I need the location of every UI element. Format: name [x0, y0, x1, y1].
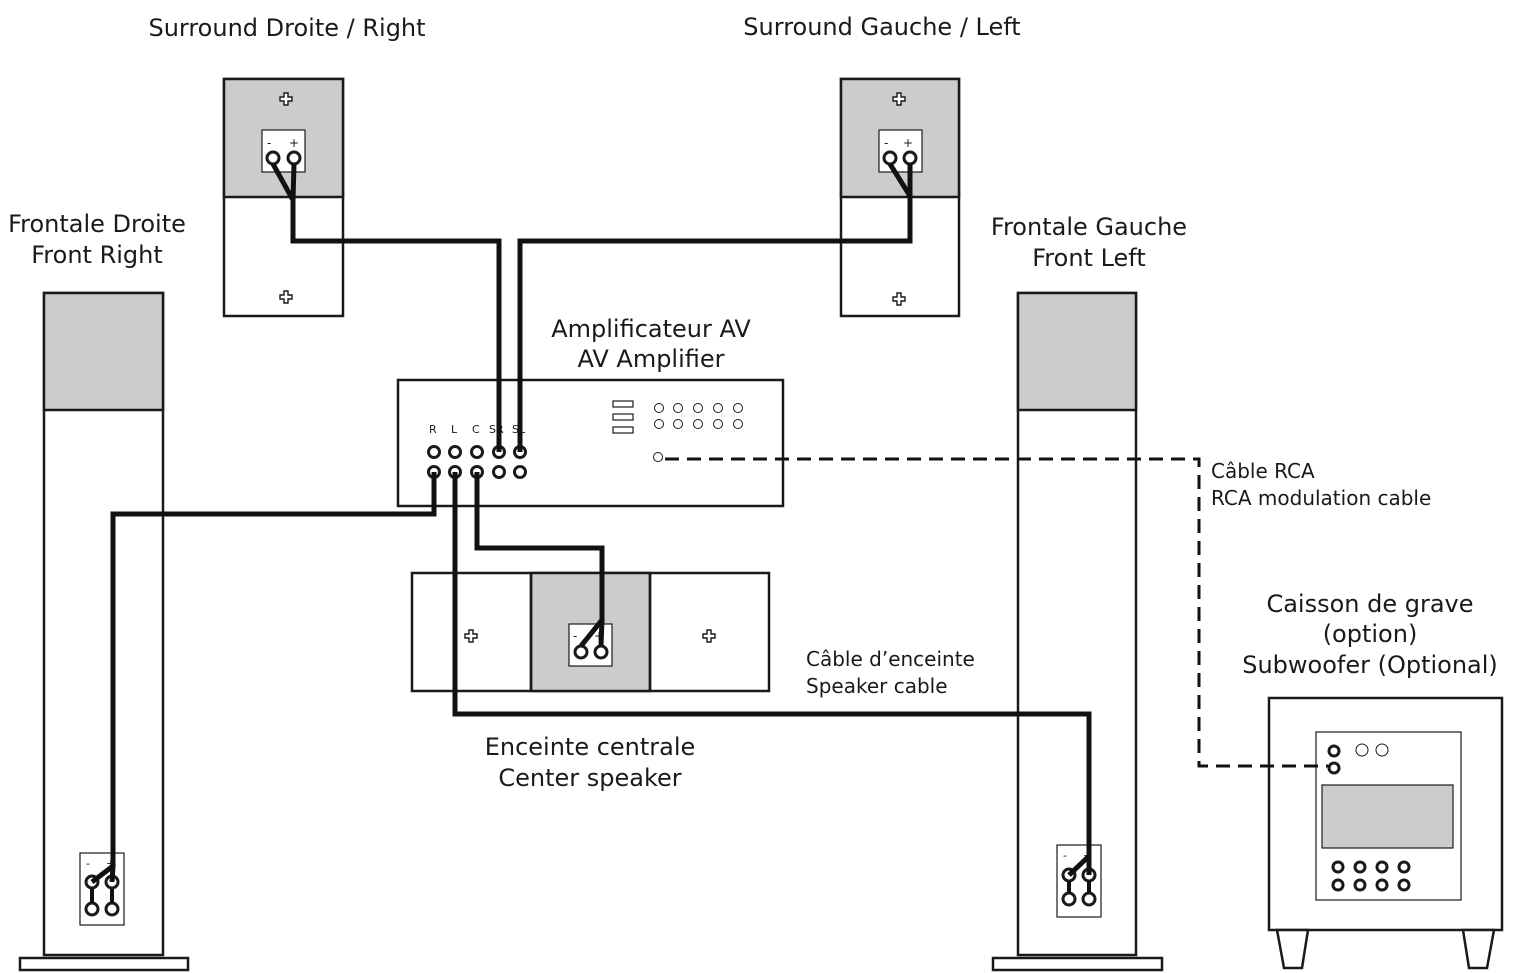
- speaker-cable-label-fr: Câble d’enceinte: [806, 647, 975, 671]
- mount-screw-icon: [279, 92, 293, 106]
- wire-front-left: [452, 472, 1092, 875]
- terminal-minus-label: -: [573, 629, 577, 643]
- front-right-label-en: Front Right: [31, 241, 163, 269]
- wire-center: [474, 472, 605, 648]
- center-label-fr: Enceinte centrale: [485, 733, 696, 761]
- channel-label-l: L: [451, 423, 458, 436]
- terminal-plus-label: +: [289, 136, 299, 150]
- subwoofer-label-fr: Caisson de grave: [1266, 590, 1473, 618]
- mount-screw-icon: [892, 292, 906, 306]
- channel-label-r: R: [429, 423, 437, 436]
- wire-front-right: [90, 472, 437, 884]
- front-left-label-en: Front Left: [1032, 244, 1145, 272]
- mount-screw-icon: [464, 629, 478, 643]
- subwoofer: [1267, 696, 1504, 970]
- center-speaker: - +: [410, 571, 771, 693]
- surround-right-label: Surround Droite / Right: [148, 14, 425, 42]
- front-right-label-fr: Frontale Droite: [8, 210, 186, 238]
- speaker-cables: [90, 162, 1092, 884]
- channel-label-c: C: [472, 423, 480, 436]
- front-left-label-fr: Frontale Gauche: [991, 213, 1187, 241]
- surround-left-label: Surround Gauche / Left: [743, 13, 1020, 41]
- amplifier-label-en: AV Amplifier: [577, 345, 724, 373]
- speaker-cable-label-en: Speaker cable: [806, 674, 948, 698]
- channel-label-sr: SR: [489, 423, 504, 436]
- terminal-icon: [882, 150, 898, 166]
- terminal-icon: [902, 150, 918, 166]
- amplifier-label-fr: Amplificateur AV: [551, 315, 751, 343]
- subwoofer-label-option: (option): [1323, 620, 1418, 648]
- mount-screw-icon: [892, 92, 906, 106]
- terminal-minus-label: -: [267, 136, 271, 150]
- terminal-icon: [573, 644, 589, 660]
- mount-screw-icon: [279, 290, 293, 304]
- input-jacks: [654, 403, 743, 429]
- subwoofer-label-en: Subwoofer (Optional): [1242, 651, 1498, 679]
- front-left-speaker: - +: [991, 291, 1164, 972]
- terminal-minus-label: -: [1063, 849, 1067, 862]
- wire-surround-left: [517, 164, 913, 452]
- sub-out-jack: [653, 452, 663, 462]
- surround-left-speaker: - +: [839, 77, 961, 318]
- mount-screw-icon: [702, 629, 716, 643]
- av-amplifier: R L C SR SL: [396, 378, 785, 508]
- wire-surround-right: [270, 162, 502, 452]
- terminal-icon: [593, 644, 609, 660]
- terminal-minus-label: -: [86, 857, 90, 870]
- rca-cable: [665, 457, 1328, 768]
- indicator-slots: [612, 400, 634, 434]
- terminal-icon: [265, 150, 281, 166]
- terminal-icon: [84, 901, 100, 917]
- rca-cable-label-en: RCA modulation cable: [1211, 486, 1431, 510]
- terminal-icon: [104, 901, 120, 917]
- terminal-icon: [1061, 891, 1077, 907]
- front-right-speaker: - +: [18, 291, 190, 972]
- terminal-icon: [286, 150, 302, 166]
- terminal-plus-label: +: [903, 136, 913, 150]
- terminal-icon: [1081, 891, 1097, 907]
- rca-cable-label-fr: Câble RCA: [1211, 459, 1315, 483]
- surround-right-speaker: - +: [222, 77, 345, 318]
- center-label-en: Center speaker: [498, 764, 681, 792]
- terminal-minus-label: -: [884, 136, 888, 150]
